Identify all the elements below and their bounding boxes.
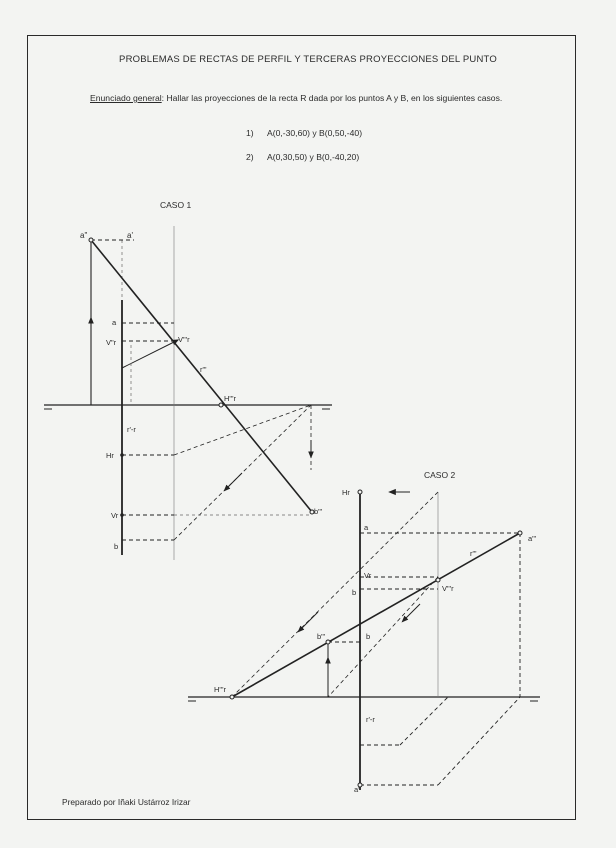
case-1-diagram: CASO 1 <box>44 200 332 560</box>
case-1-number: 1) <box>246 128 254 138</box>
case-1-title: CASO 1 <box>160 200 191 210</box>
case-1-label-h: Hr <box>106 451 114 460</box>
case-2-label-v-h: Vr <box>364 571 372 580</box>
case-2-number: 2) <box>246 152 254 162</box>
case-1-label-v-dd: V"r <box>106 338 117 347</box>
case-2-label-h-top: Hr <box>342 488 350 497</box>
case-2-label-a-ddd: a"' <box>528 534 537 543</box>
case-2-label-v-ddd: V"'r <box>442 584 454 593</box>
statement-text: : Hallar las proyecciones de la recta R … <box>161 93 503 103</box>
case-2-label-r-ddd: r"' <box>470 549 477 558</box>
page-title: PROBLEMAS DE RECTAS DE PERFIL Y TERCERAS… <box>119 54 497 65</box>
case-1-third-projection <box>90 239 313 513</box>
case-1-label-a-d: a' <box>127 231 133 240</box>
case-1-label-a-dd: a" <box>80 231 87 240</box>
sheet-frame <box>27 35 576 820</box>
case-2-label-a: a <box>364 523 369 532</box>
case-1-label-a: a <box>112 318 117 327</box>
case-1-label-r-ddd: r"' <box>200 365 207 374</box>
case-2-label-b: b <box>352 588 356 597</box>
case-1-label-r-line: r'-r <box>127 425 136 434</box>
case-2-label-b-ddd: b"' <box>317 632 326 641</box>
case-1-label-b-ddd: b"' <box>314 507 323 516</box>
case-2-label-a-bottom: a' <box>354 785 360 794</box>
case-1-label-v-ddd: V'"r <box>178 335 190 344</box>
case-1-label-h-ddd: H"'r <box>224 394 237 403</box>
case-1-label-v-h: Vr <box>111 511 119 520</box>
case-1-label-b: b <box>114 542 118 551</box>
case-1-points: A(0,-30,60) y B(0,50,-40) <box>267 128 363 138</box>
case-2-third-projection <box>231 532 521 698</box>
author-credit: Preparado por Iñaki Ustárroz Irizar <box>62 797 191 807</box>
case-2-diagram: CASO 2 <box>188 470 540 794</box>
case-2-label-h-ddd: H"'r <box>214 685 227 694</box>
problem-statement: Enunciado general: Hallar las proyeccion… <box>90 93 502 103</box>
statement-label: Enunciado general <box>90 93 162 103</box>
case-2-title: CASO 2 <box>424 470 455 480</box>
case-2-label-r-line: r'-r <box>366 715 375 724</box>
case-2-label-b2: b <box>366 632 370 641</box>
case-2-points: A(0,30,50) y B(0,-40,20) <box>267 152 360 162</box>
